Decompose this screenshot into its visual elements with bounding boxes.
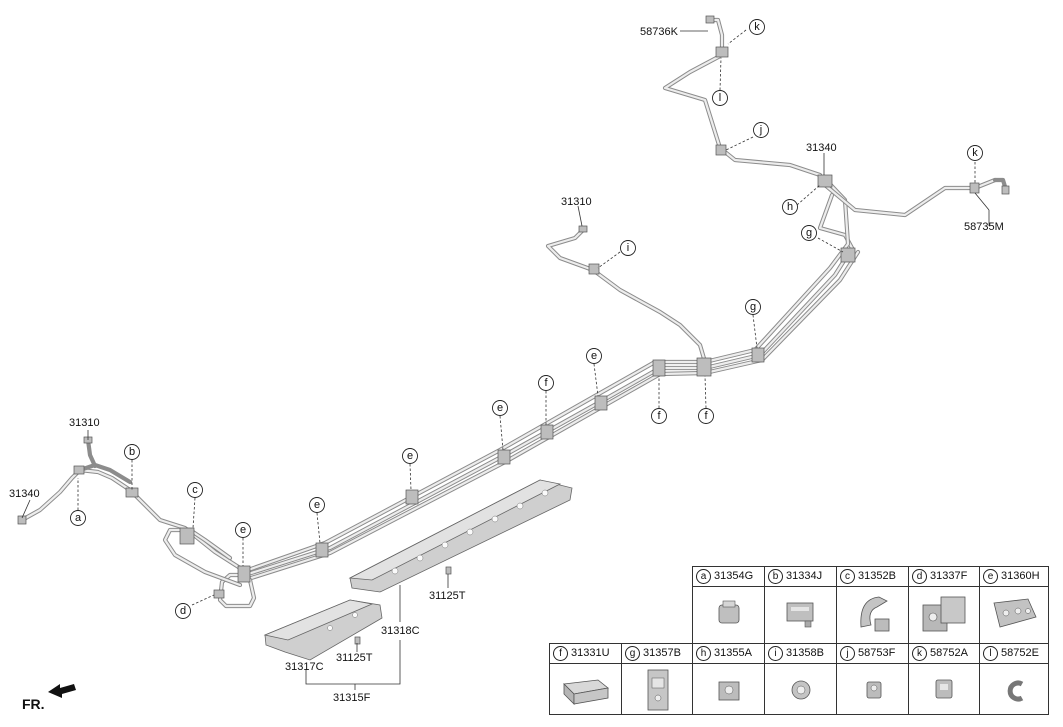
callout-i: i xyxy=(620,240,636,256)
part-icon-58752E xyxy=(1007,680,1024,702)
label-58735M: 58735M xyxy=(964,221,1004,233)
svg-text:e: e xyxy=(407,450,413,462)
part-icon-31337F xyxy=(922,596,966,632)
label-31318C: 31318C xyxy=(381,625,420,637)
part-icon-58752A xyxy=(935,679,953,699)
callout-f-3: f xyxy=(698,408,714,424)
callouts: a b c d e e e e f e f f g g h i j k l k xyxy=(70,19,983,619)
callout-f-1: f xyxy=(538,375,554,391)
svg-text:c: c xyxy=(192,484,198,496)
svg-text:j: j xyxy=(759,124,762,136)
front-direction-label: FR. xyxy=(22,696,45,712)
svg-text:e: e xyxy=(314,499,320,511)
callout-b: b xyxy=(124,444,140,460)
svg-text:e: e xyxy=(240,524,246,536)
part-number-labels: 31310 31310 31340 31340 58736K 58735M 31… xyxy=(9,26,1004,704)
leader-lines xyxy=(21,29,990,690)
svg-text:f: f xyxy=(704,410,708,422)
callout-e-2: e xyxy=(309,497,325,513)
protector-plate-31317C xyxy=(263,599,383,661)
svg-text:b: b xyxy=(129,446,135,458)
callout-g-2: g xyxy=(801,225,817,241)
callout-e-3: e xyxy=(402,448,418,464)
svg-text:f: f xyxy=(544,377,548,389)
svg-text:f: f xyxy=(657,410,661,422)
label-31317C: 31317C xyxy=(285,661,324,673)
callout-f-2: f xyxy=(651,408,667,424)
callout-d: d xyxy=(175,603,191,619)
part-icon-31355A xyxy=(718,681,740,701)
part-icon-31352B xyxy=(860,596,890,632)
svg-text:l: l xyxy=(719,92,721,104)
bolt-31125T xyxy=(354,566,452,645)
part-icon-58753F xyxy=(866,681,882,699)
callout-k-2: k xyxy=(967,145,983,161)
label-31310-left: 31310 xyxy=(69,417,100,429)
svg-text:k: k xyxy=(972,147,978,159)
callout-k-1: k xyxy=(749,19,765,35)
svg-text:h: h xyxy=(787,201,793,213)
label-31340-left: 31340 xyxy=(9,488,40,500)
svg-text:g: g xyxy=(750,301,756,313)
svg-text:i: i xyxy=(627,242,629,254)
callout-h: h xyxy=(782,199,798,215)
callout-c: c xyxy=(187,482,203,498)
callout-e-1: e xyxy=(235,522,251,538)
svg-text:a: a xyxy=(75,512,82,524)
callout-e-4: e xyxy=(492,400,508,416)
callout-a: a xyxy=(70,510,86,526)
part-icon-31358B xyxy=(791,680,811,700)
part-icon-31354G xyxy=(718,600,740,624)
front-arrow-icon xyxy=(48,684,76,698)
label-58736K: 58736K xyxy=(640,26,679,38)
part-icon-31360H xyxy=(993,598,1037,628)
part-icon-31331U xyxy=(563,679,609,705)
svg-text:k: k xyxy=(754,21,760,33)
part-icon-31334J xyxy=(786,602,814,628)
svg-text:d: d xyxy=(180,605,186,617)
protector-plate-31318C xyxy=(348,479,573,593)
svg-text:e: e xyxy=(497,402,503,414)
callout-l: l xyxy=(712,90,728,106)
label-31125T-a: 31125T xyxy=(429,590,466,602)
callout-g-1: g xyxy=(745,299,761,315)
callout-j: j xyxy=(753,122,769,138)
part-icon-31357B xyxy=(647,669,669,711)
svg-text:g: g xyxy=(806,227,812,239)
label-31315F: 31315F xyxy=(333,692,371,704)
callout-e-5: e xyxy=(586,348,602,364)
label-31125T-b: 31125T xyxy=(336,652,373,664)
label-31340-right: 31340 xyxy=(806,142,837,154)
tube-clips xyxy=(73,46,980,599)
svg-text:e: e xyxy=(591,350,597,362)
label-31310-top: 31310 xyxy=(561,196,592,208)
